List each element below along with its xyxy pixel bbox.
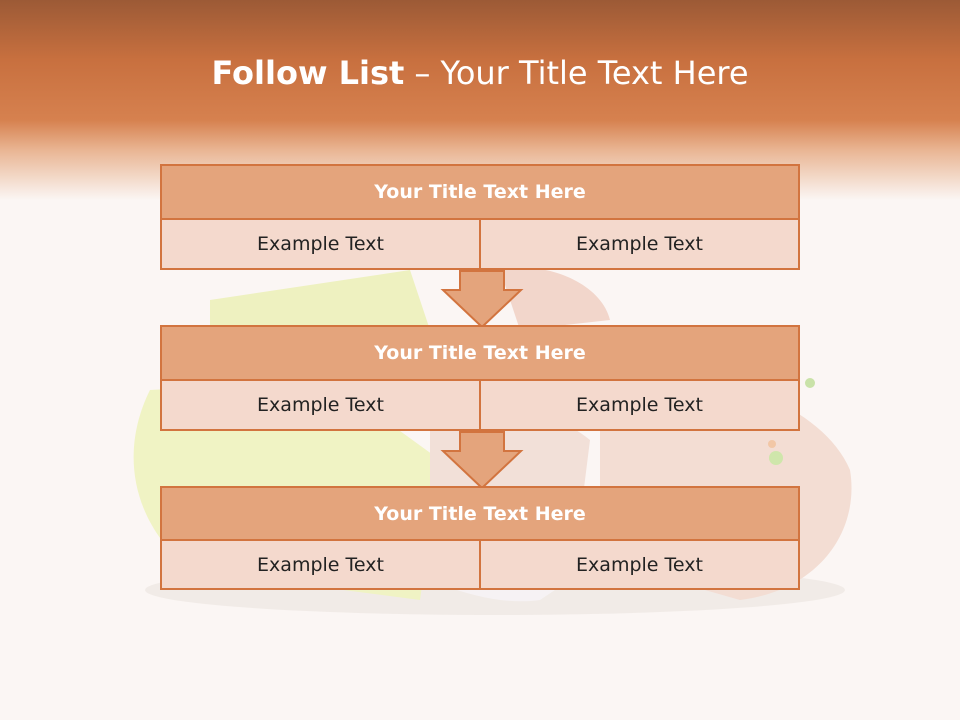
down-arrow-icon <box>440 431 524 489</box>
slide-title: Follow List– Your Title Text Here <box>0 54 960 92</box>
follow-block-3: Your Title Text Here Example Text Exampl… <box>160 486 800 590</box>
block-cell-right[interactable]: Example Text <box>481 381 800 431</box>
block-row: Example Text Example Text <box>160 541 800 590</box>
follow-block-1: Your Title Text Here Example Text Exampl… <box>160 164 800 270</box>
block-row: Example Text Example Text <box>160 381 800 431</box>
block-cell-left[interactable]: Example Text <box>160 541 481 590</box>
block-cell-left[interactable]: Example Text <box>160 381 481 431</box>
block-row: Example Text Example Text <box>160 220 800 270</box>
follow-block-2: Your Title Text Here Example Text Exampl… <box>160 325 800 431</box>
block-cell-right[interactable]: Example Text <box>481 541 800 590</box>
block-title[interactable]: Your Title Text Here <box>160 486 800 541</box>
block-title[interactable]: Your Title Text Here <box>160 325 800 381</box>
down-arrow-icon <box>440 270 524 328</box>
block-title[interactable]: Your Title Text Here <box>160 164 800 220</box>
block-cell-left[interactable]: Example Text <box>160 220 481 270</box>
block-cell-right[interactable]: Example Text <box>481 220 800 270</box>
title-rest: – Your Title Text Here <box>414 54 749 92</box>
title-bold: Follow List <box>211 54 405 92</box>
